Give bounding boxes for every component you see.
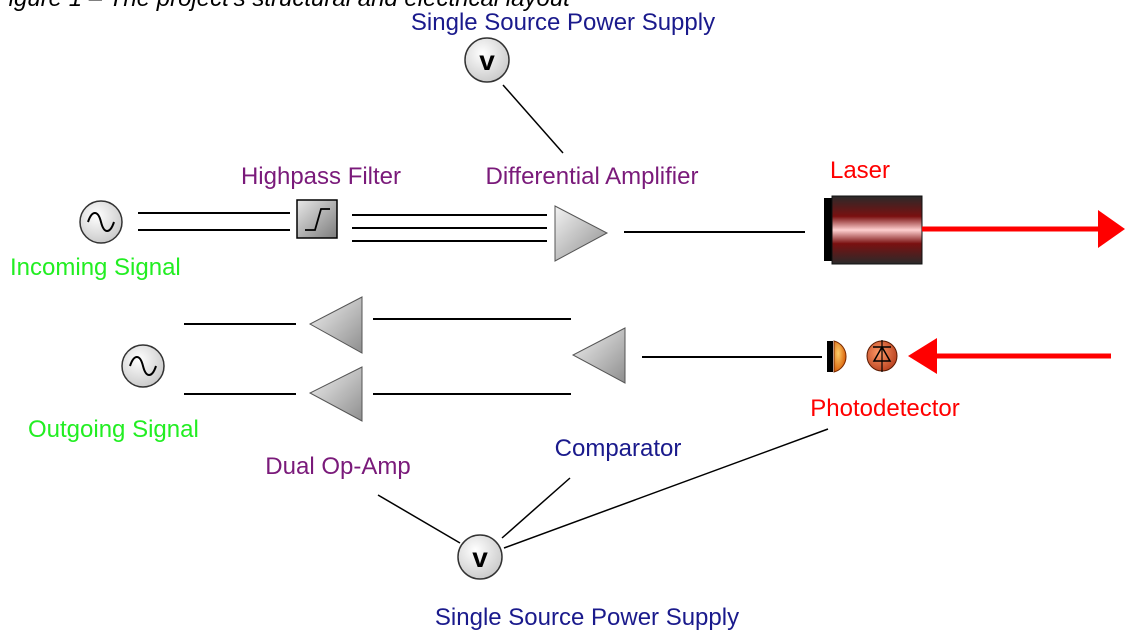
top-power-wire bbox=[502, 84, 564, 154]
bottom-power-supply-glyph: v bbox=[472, 542, 488, 573]
laser-label: Laser bbox=[830, 157, 890, 184]
outgoing-ac-source bbox=[121, 344, 165, 388]
top-power-supply-glyph: v bbox=[479, 45, 495, 76]
comparator-symbol bbox=[571, 327, 626, 384]
highpass-filter-symbol bbox=[296, 199, 338, 239]
photodetector-symbol bbox=[827, 340, 898, 373]
wire-power-comparator bbox=[501, 477, 571, 539]
figure-caption: Figure 1 – The project’s structural and … bbox=[0, 0, 571, 12]
incoming-ac-source bbox=[79, 200, 123, 244]
wire-power-dual-op-amp bbox=[377, 494, 461, 544]
incoming-light-arrow bbox=[908, 338, 1111, 374]
top-power-supply-symbol: v bbox=[464, 37, 510, 83]
comparator-label: Comparator bbox=[555, 435, 682, 462]
laser-symbol bbox=[824, 195, 923, 265]
top-power-supply-label: Single Source Power Supply bbox=[411, 9, 715, 36]
incoming-signal-label: Incoming Signal bbox=[10, 254, 181, 281]
dual-op-amp-label: Dual Op-Amp bbox=[265, 453, 410, 480]
dual-op-amp-bottom-symbol bbox=[308, 366, 363, 422]
laser-beam-arrow bbox=[922, 210, 1125, 248]
wire-power-photodetector bbox=[503, 428, 829, 549]
highpass-filter-label: Highpass Filter bbox=[241, 163, 401, 190]
bottom-power-supply-label: Single Source Power Supply bbox=[435, 604, 739, 631]
differential-amplifier-label: Differential Amplifier bbox=[486, 163, 699, 190]
differential-amplifier-symbol bbox=[554, 205, 609, 262]
outgoing-signal-label: Outgoing Signal bbox=[28, 416, 199, 443]
bottom-power-supply-symbol: v bbox=[457, 534, 503, 580]
dual-op-amp-top-symbol bbox=[308, 296, 363, 354]
photodetector-label: Photodetector bbox=[810, 395, 959, 422]
